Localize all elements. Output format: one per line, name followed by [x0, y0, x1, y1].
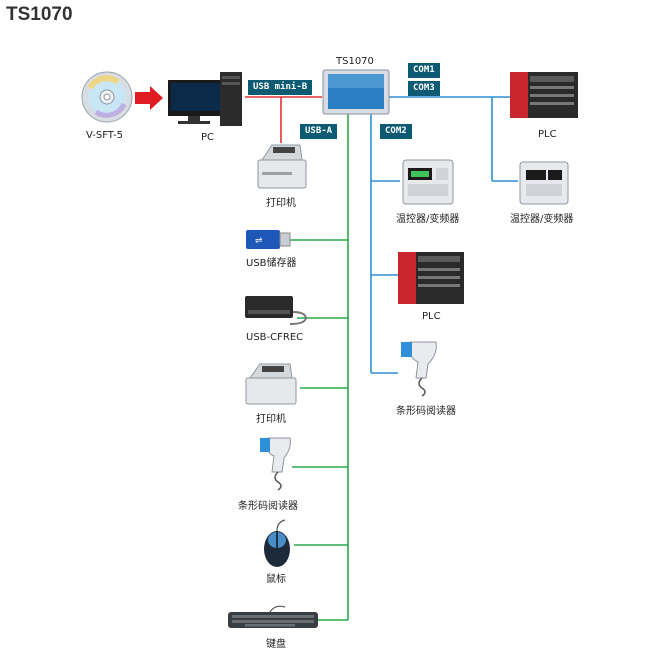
- mouse-label: 鼠标: [266, 574, 286, 585]
- temperature-controller-label: 温控器/变频器: [396, 214, 460, 225]
- keyboard-icon: [228, 605, 318, 628]
- temperature-controller-label: 温控器/变频器: [510, 214, 574, 225]
- usb-cfrec-label: USB-CFREC: [246, 332, 304, 343]
- plc-label: PLC: [538, 129, 557, 140]
- printer-icon: [245, 363, 297, 405]
- pc-icon: [168, 72, 242, 126]
- keyboard-label: 键盘: [266, 639, 286, 650]
- barcode-reader-icon: [260, 437, 291, 491]
- page-title: TS1070: [6, 4, 73, 25]
- barcode-reader-label: 条形码阅读器: [238, 501, 298, 512]
- com-wires: [370, 96, 518, 374]
- temperature-controller-icon: [402, 159, 454, 205]
- temperature-controller-icon: [519, 161, 569, 205]
- software-label: V-SFT-5: [86, 130, 123, 141]
- plc-icon: [510, 72, 578, 118]
- plc-label: PLC: [422, 311, 441, 322]
- usb-mini-b-tag: USB mini-B: [248, 80, 313, 95]
- plc-icon: [398, 252, 464, 304]
- com3-tag: COM3: [408, 81, 440, 96]
- barcode-reader-label: 条形码阅读器: [396, 406, 456, 417]
- arrow-icon: [135, 86, 163, 110]
- hmi-icon: [322, 69, 390, 115]
- hmi-label: TS1070: [336, 56, 374, 67]
- printer-icon: [257, 144, 307, 189]
- com2-tag: COM2: [380, 124, 412, 139]
- com1-tag: COM1: [408, 63, 440, 78]
- usb-mini-b-wires: [245, 96, 322, 143]
- pc-label: PC: [201, 132, 215, 143]
- mouse-icon: [264, 519, 290, 567]
- cd-icon: [81, 71, 133, 123]
- usb-a-wires: [290, 114, 349, 621]
- printer-label: 打印机: [256, 414, 286, 425]
- svg-text:⇌: ⇌: [255, 236, 263, 246]
- barcode-reader-icon: [401, 341, 437, 397]
- usb-a-tag: USB-A: [300, 124, 338, 139]
- printer-label: 打印机: [266, 198, 296, 209]
- usb-storage-icon: ⇌: [246, 230, 291, 249]
- usb-storage-label: USB储存器: [246, 258, 297, 269]
- cf-card-reader-icon: [245, 296, 308, 325]
